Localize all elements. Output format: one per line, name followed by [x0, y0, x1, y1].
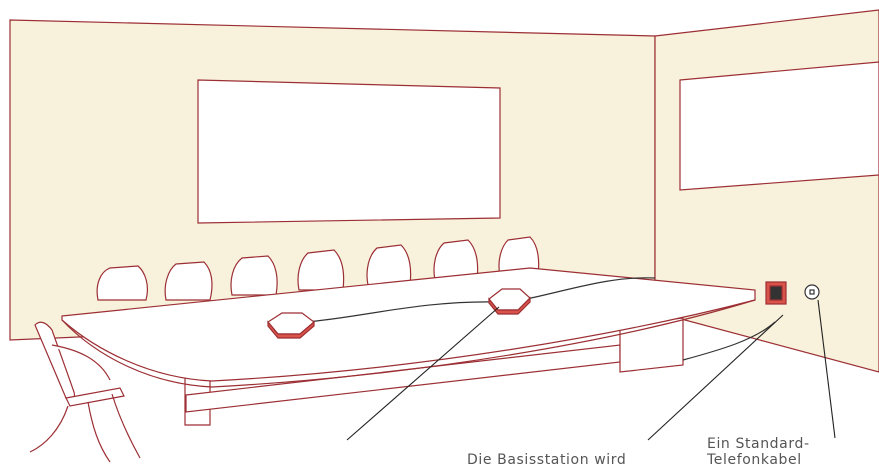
chair-back: [165, 262, 212, 300]
base-station-label: Die Basisstation wird: [467, 452, 626, 468]
standard-cable-label-line2: Telefonkabel: [707, 452, 802, 468]
chair-back: [97, 266, 147, 300]
phone-jack-icon: [805, 285, 819, 299]
whiteboard-right: [680, 62, 879, 190]
wall-power-unit: [766, 282, 786, 304]
whiteboard-back: [198, 80, 500, 223]
chair-back: [231, 256, 277, 295]
standard-cable-label-line1: Ein Standard-: [707, 436, 810, 452]
right-wall: [655, 10, 879, 372]
chair-back: [298, 250, 344, 290]
chair-back: [367, 245, 411, 285]
